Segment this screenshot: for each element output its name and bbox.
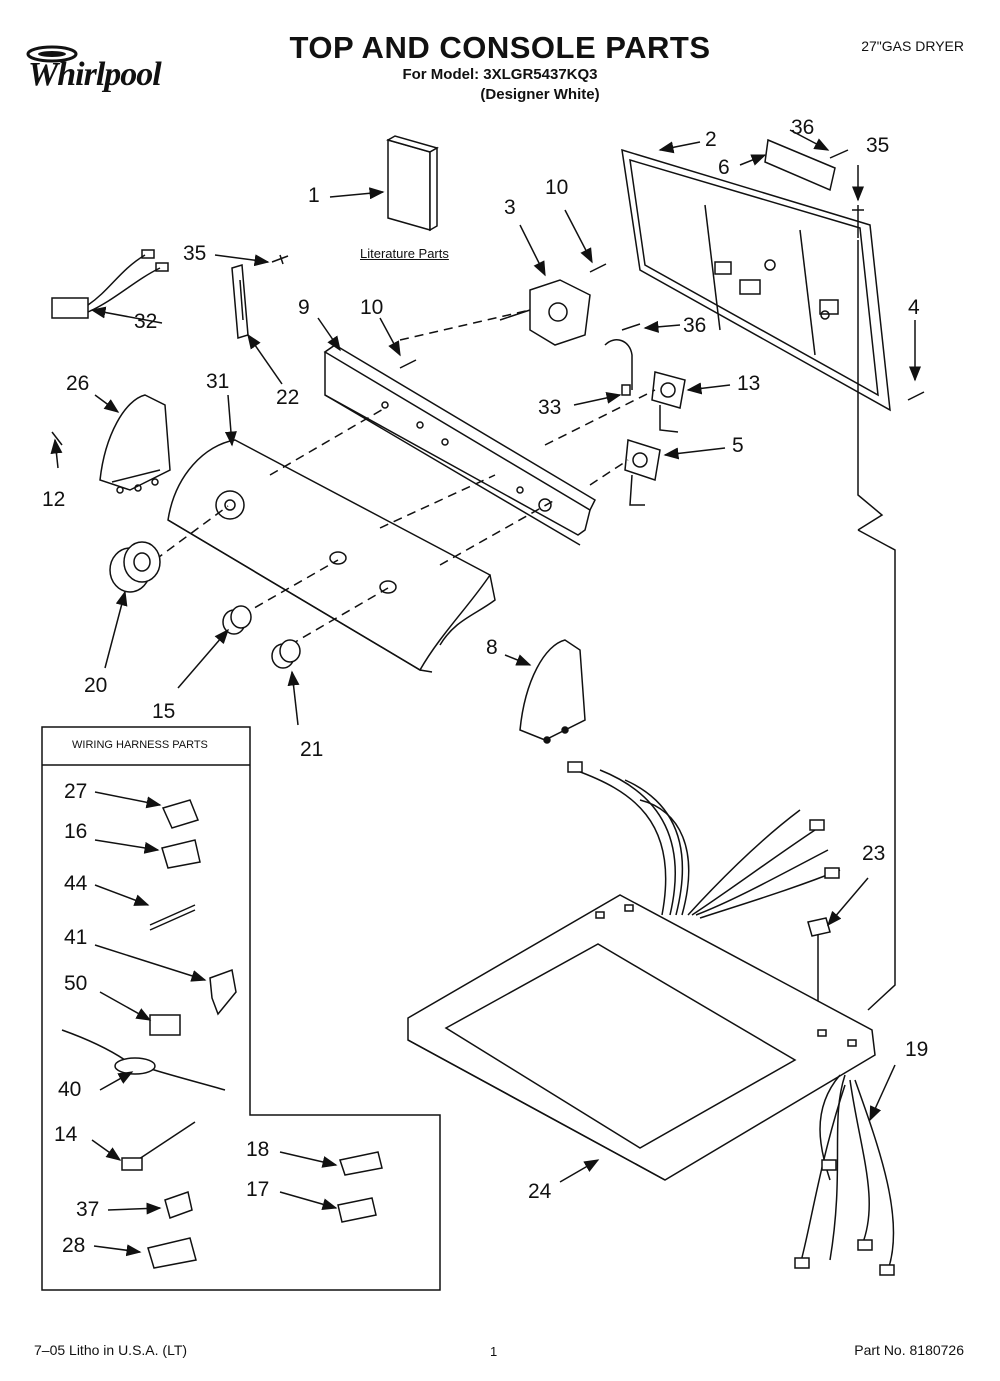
clip-22-part	[231, 264, 249, 339]
switch-5-part	[624, 439, 661, 506]
knob-21-part	[271, 639, 301, 669]
brand-name: Whirlpool	[28, 56, 162, 93]
callout-19: 19	[905, 1038, 929, 1061]
callout-3: 3	[504, 196, 516, 219]
page-title: TOP AND CONSOLE PARTS	[289, 30, 711, 65]
callout-21: 21	[300, 738, 324, 761]
callout-20: 20	[84, 674, 108, 697]
callout-14: 14	[54, 1123, 78, 1146]
assembly-guide-lines	[154, 309, 656, 646]
wiring-harness-title: WIRING HARNESS PARTS	[72, 739, 208, 751]
console-back-panel-part	[621, 148, 891, 412]
wiring-small-parts	[61, 799, 383, 1269]
logo-swirl-icon	[26, 45, 78, 63]
callout-36-top: 36	[791, 116, 815, 139]
harness-32-part	[51, 249, 169, 319]
page-number: 1	[490, 1344, 498, 1359]
callout-44: 44	[64, 872, 88, 895]
leader-arrows	[50, 129, 921, 1257]
callout-9: 9	[298, 296, 310, 319]
callout-10-right: 10	[545, 176, 569, 199]
callout-6: 6	[718, 156, 730, 179]
model-line: For Model: 3XLGR5437KQ3	[402, 66, 598, 83]
callout-17: 17	[246, 1178, 270, 1201]
callout-16: 16	[64, 820, 88, 843]
guide-line-right-lower	[857, 529, 896, 1011]
callout-50: 50	[64, 972, 88, 995]
part-number: Part No. 8180726	[854, 1342, 964, 1358]
harness-wires-upper	[567, 761, 841, 919]
callout-33: 33	[538, 396, 562, 419]
literature-parts-label: Literature Parts	[360, 246, 449, 261]
knob-15-part	[222, 605, 252, 635]
literature-booklet-part	[386, 135, 439, 232]
callout-24: 24	[528, 1180, 552, 1203]
end-cap-8-part	[519, 639, 586, 744]
callout-31: 31	[206, 370, 230, 393]
callout-18: 18	[246, 1138, 270, 1161]
callout-28: 28	[62, 1234, 86, 1257]
callout-5: 5	[732, 434, 744, 457]
timer-part	[499, 279, 591, 346]
callout-23: 23	[862, 842, 886, 865]
callout-12: 12	[42, 488, 66, 511]
callout-40: 40	[58, 1078, 82, 1101]
callout-2: 2	[705, 128, 717, 151]
console-panel-part	[167, 439, 496, 673]
callout-4: 4	[908, 296, 920, 319]
callout-27: 27	[64, 780, 88, 803]
callout-36-mid: 36	[683, 314, 707, 337]
callout-1: 1	[308, 184, 320, 207]
sensor-23-part	[807, 917, 831, 937]
callout-35-right: 35	[866, 134, 890, 157]
callout-37: 37	[76, 1198, 100, 1221]
callout-32: 32	[134, 310, 158, 333]
harness-33-part	[604, 339, 633, 396]
guide-line-right-upper	[857, 240, 884, 531]
callout-35-left: 35	[183, 242, 207, 265]
end-cap-26-part	[99, 394, 171, 494]
top-panel-part	[407, 894, 876, 1181]
product-type: 27"GAS DRYER	[861, 38, 964, 54]
callout-8: 8	[486, 636, 498, 659]
whirlpool-logo: Whirlpool	[22, 38, 192, 98]
litho-note: 7–05 Litho in U.S.A. (LT)	[34, 1342, 188, 1358]
callout-10-left: 10	[360, 296, 384, 319]
wiring-harness-box	[41, 726, 441, 1291]
callout-26: 26	[66, 372, 90, 395]
harness-wires-lower	[794, 1074, 895, 1276]
callout-22: 22	[276, 386, 300, 409]
switch-13-part	[651, 371, 686, 433]
color-line: (Designer White)	[480, 86, 600, 103]
callout-13: 13	[737, 372, 761, 395]
callout-15: 15	[152, 700, 176, 723]
knob-20-part	[109, 541, 161, 593]
callout-41: 41	[64, 926, 88, 949]
